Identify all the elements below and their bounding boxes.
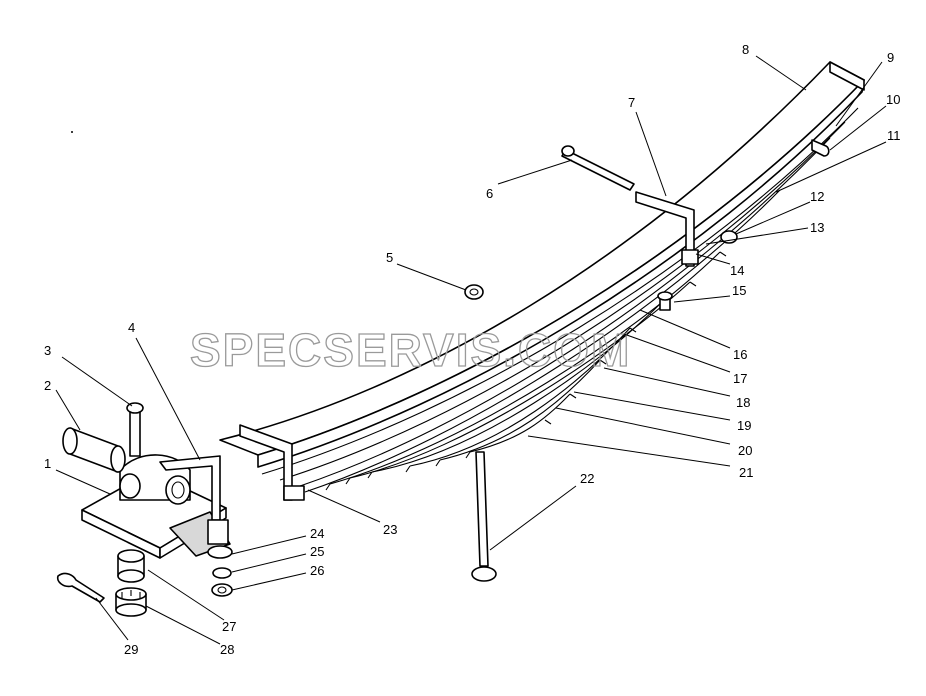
washer bbox=[211, 583, 233, 597]
leaf-spring-pack bbox=[219, 61, 865, 493]
callout-16: 16 bbox=[733, 347, 747, 362]
callout-13: 13 bbox=[810, 220, 824, 235]
center-bolt bbox=[471, 451, 497, 582]
callout-1: 1 bbox=[44, 456, 51, 471]
callout-26: 26 bbox=[310, 563, 324, 578]
callout-24: 24 bbox=[310, 526, 324, 541]
leader-lines bbox=[55, 55, 887, 645]
slotted-nut bbox=[115, 587, 147, 617]
callout-18: 18 bbox=[736, 395, 750, 410]
front-clamp bbox=[239, 424, 305, 501]
callout-21: 21 bbox=[739, 465, 753, 480]
callout-8: 8 bbox=[742, 42, 749, 57]
callout-22: 22 bbox=[580, 471, 594, 486]
castle-nut bbox=[117, 549, 145, 583]
callout-28: 28 bbox=[220, 642, 234, 657]
lock-washer bbox=[212, 567, 232, 579]
clamp-bolt bbox=[561, 145, 635, 191]
callout-4: 4 bbox=[128, 320, 135, 335]
callout-6: 6 bbox=[486, 186, 493, 201]
callout-19: 19 bbox=[737, 418, 751, 433]
main-leaf-edge bbox=[257, 79, 865, 468]
watermark-text: SPECSERVIS.COM bbox=[190, 324, 631, 376]
callout-29: 29 bbox=[124, 642, 138, 657]
callout-11: 11 bbox=[887, 128, 901, 143]
callout-3: 3 bbox=[44, 343, 51, 358]
callout-12: 12 bbox=[810, 189, 824, 204]
main-leaf bbox=[219, 61, 865, 456]
callout-labels: 1 2 3 4 5 6 7 8 9 10 11 12 13 14 15 16 1… bbox=[44, 42, 901, 657]
callout-2: 2 bbox=[44, 378, 51, 393]
callout-14: 14 bbox=[730, 263, 744, 278]
cotter-pin bbox=[56, 572, 105, 603]
callout-9: 9 bbox=[887, 50, 894, 65]
end-clip bbox=[811, 139, 830, 157]
callout-5: 5 bbox=[386, 250, 393, 265]
callout-15: 15 bbox=[732, 283, 746, 298]
callout-20: 20 bbox=[738, 443, 752, 458]
front-bracket-assembly bbox=[81, 454, 233, 559]
callout-7: 7 bbox=[628, 95, 635, 110]
callout-10: 10 bbox=[886, 92, 900, 107]
rear-clamp bbox=[635, 191, 699, 267]
pin bbox=[126, 402, 144, 457]
callout-17: 17 bbox=[733, 371, 747, 386]
callout-25: 25 bbox=[310, 544, 324, 559]
callout-27: 27 bbox=[222, 619, 236, 634]
bushing bbox=[62, 427, 126, 473]
callout-23: 23 bbox=[383, 522, 397, 537]
center-nut bbox=[464, 284, 484, 300]
